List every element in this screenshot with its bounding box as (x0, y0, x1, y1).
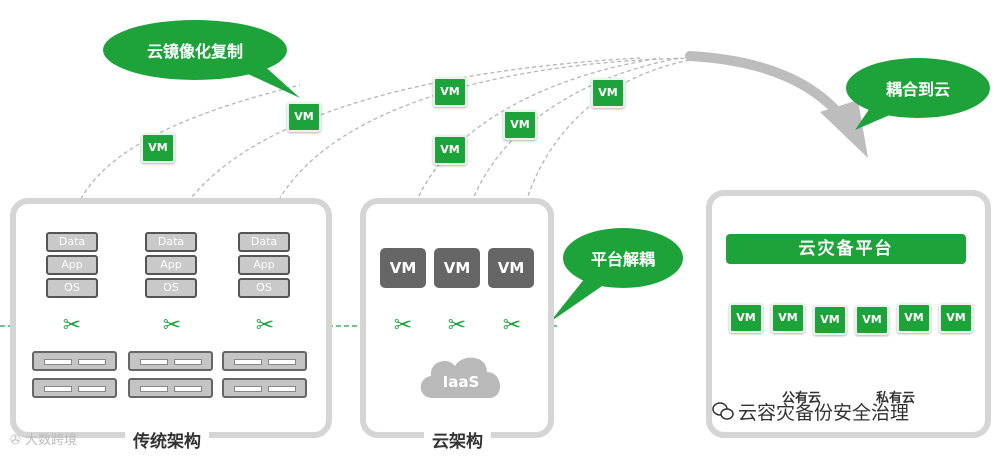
stack-layer-app: App (46, 255, 98, 275)
server-hardware (222, 378, 307, 398)
floating-vm: VM (433, 135, 467, 165)
cloud-vm: VM (488, 248, 534, 288)
stack-layer-app: App (145, 255, 197, 275)
stack-layer-data: Data (145, 232, 197, 252)
floating-vm: VM (433, 77, 467, 107)
watermark-text: 云容灾备份安全治理 (738, 402, 910, 424)
stack-layer-os: OS (145, 278, 197, 298)
wechat-icon (712, 402, 734, 420)
connector-line (404, 57, 661, 251)
scissors-icon: ✂ (162, 313, 182, 338)
migration-arrow-head (820, 100, 868, 158)
floating-vm: VM (287, 102, 321, 132)
server-hardware (32, 378, 117, 398)
server-hardware (32, 351, 117, 371)
legacy-architecture-title: 传统架构 (125, 427, 209, 452)
migration-arrow (685, 51, 845, 120)
private-cloud-label: 私有云 (876, 391, 916, 406)
scissors-icon: ✂ (393, 313, 413, 338)
bubble-decouple-label: 平台解耦 (590, 250, 655, 269)
server-hardware (222, 351, 307, 371)
bubble-mirror-tail (235, 62, 300, 98)
corner-watermark-text: 大数跨境 (25, 433, 78, 448)
app-stack: Data App OS (145, 232, 197, 301)
floating-vm: VM (503, 110, 537, 140)
cloud-vm: VM (380, 248, 426, 288)
stack-layer-app: App (238, 255, 290, 275)
bubble-decouple-tail (550, 278, 605, 322)
app-stack: Data App OS (46, 232, 98, 301)
cloud-vm: VM (434, 248, 480, 288)
dr-vm: VM (729, 303, 763, 333)
cloud-architecture-title: 云架构 (424, 427, 491, 452)
dr-vm: VM (939, 303, 973, 333)
stack-layer-data: Data (46, 232, 98, 252)
dr-vm: VM (855, 305, 889, 335)
bubble-couple (846, 58, 990, 118)
stack-layer-data: Data (238, 232, 290, 252)
iaas-label: IaaS (442, 373, 480, 391)
corner-watermark-icon: ✇ (10, 433, 26, 448)
dr-vm: VM (813, 305, 847, 335)
bubble-couple-tail (855, 108, 892, 130)
scissors-icon: ✂ (62, 313, 82, 338)
stack-layer-os: OS (46, 278, 98, 298)
server-hardware (128, 351, 213, 371)
server-hardware (128, 378, 213, 398)
iaas-cloud-icon (420, 357, 501, 398)
bubble-mirror-label: 云镜像化复制 (146, 42, 243, 61)
bubble-decouple (563, 228, 683, 288)
connector-line (169, 57, 641, 233)
bubble-couple-label: 耦合到云 (885, 80, 950, 99)
dr-vm: VM (771, 303, 805, 333)
dr-vm: VM (897, 303, 931, 333)
public-cloud-label: 公有云 (782, 391, 822, 406)
scissors-icon: ✂ (447, 313, 467, 338)
floating-vm: VM (141, 133, 175, 163)
app-stack: Data App OS (238, 232, 290, 301)
dr-platform-title: 云灾备平台 (726, 234, 966, 264)
scissors-icon: ✂ (255, 313, 275, 338)
scissors-icon: ✂ (502, 313, 522, 338)
bubble-mirror (103, 20, 287, 80)
corner-watermark: ✇ 大数跨境 (10, 429, 77, 448)
stack-layer-os: OS (238, 278, 290, 298)
floating-vm: VM (591, 78, 625, 108)
connector-line (264, 57, 701, 233)
